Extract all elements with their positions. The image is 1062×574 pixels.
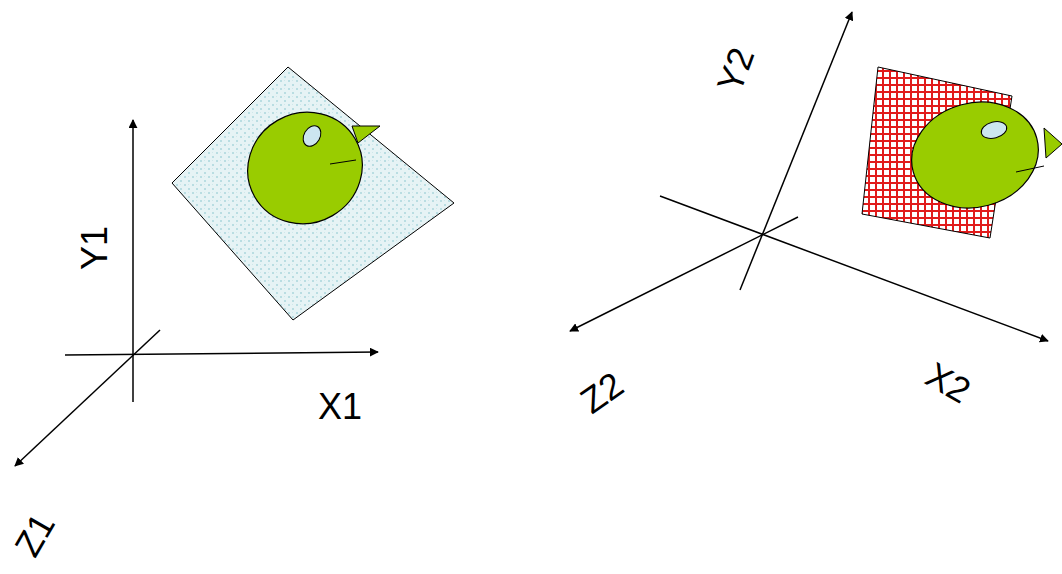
image-plane-2 — [862, 67, 1062, 238]
image-plane-1 — [172, 67, 454, 320]
axis-label: X1 — [318, 389, 362, 425]
axis-label: Y2 — [712, 43, 761, 97]
axis-label: Z2 — [574, 366, 629, 420]
axis-label: X2 — [920, 356, 976, 409]
axis-label: Y1 — [77, 226, 113, 270]
axis-label: Z1 — [9, 508, 61, 562]
